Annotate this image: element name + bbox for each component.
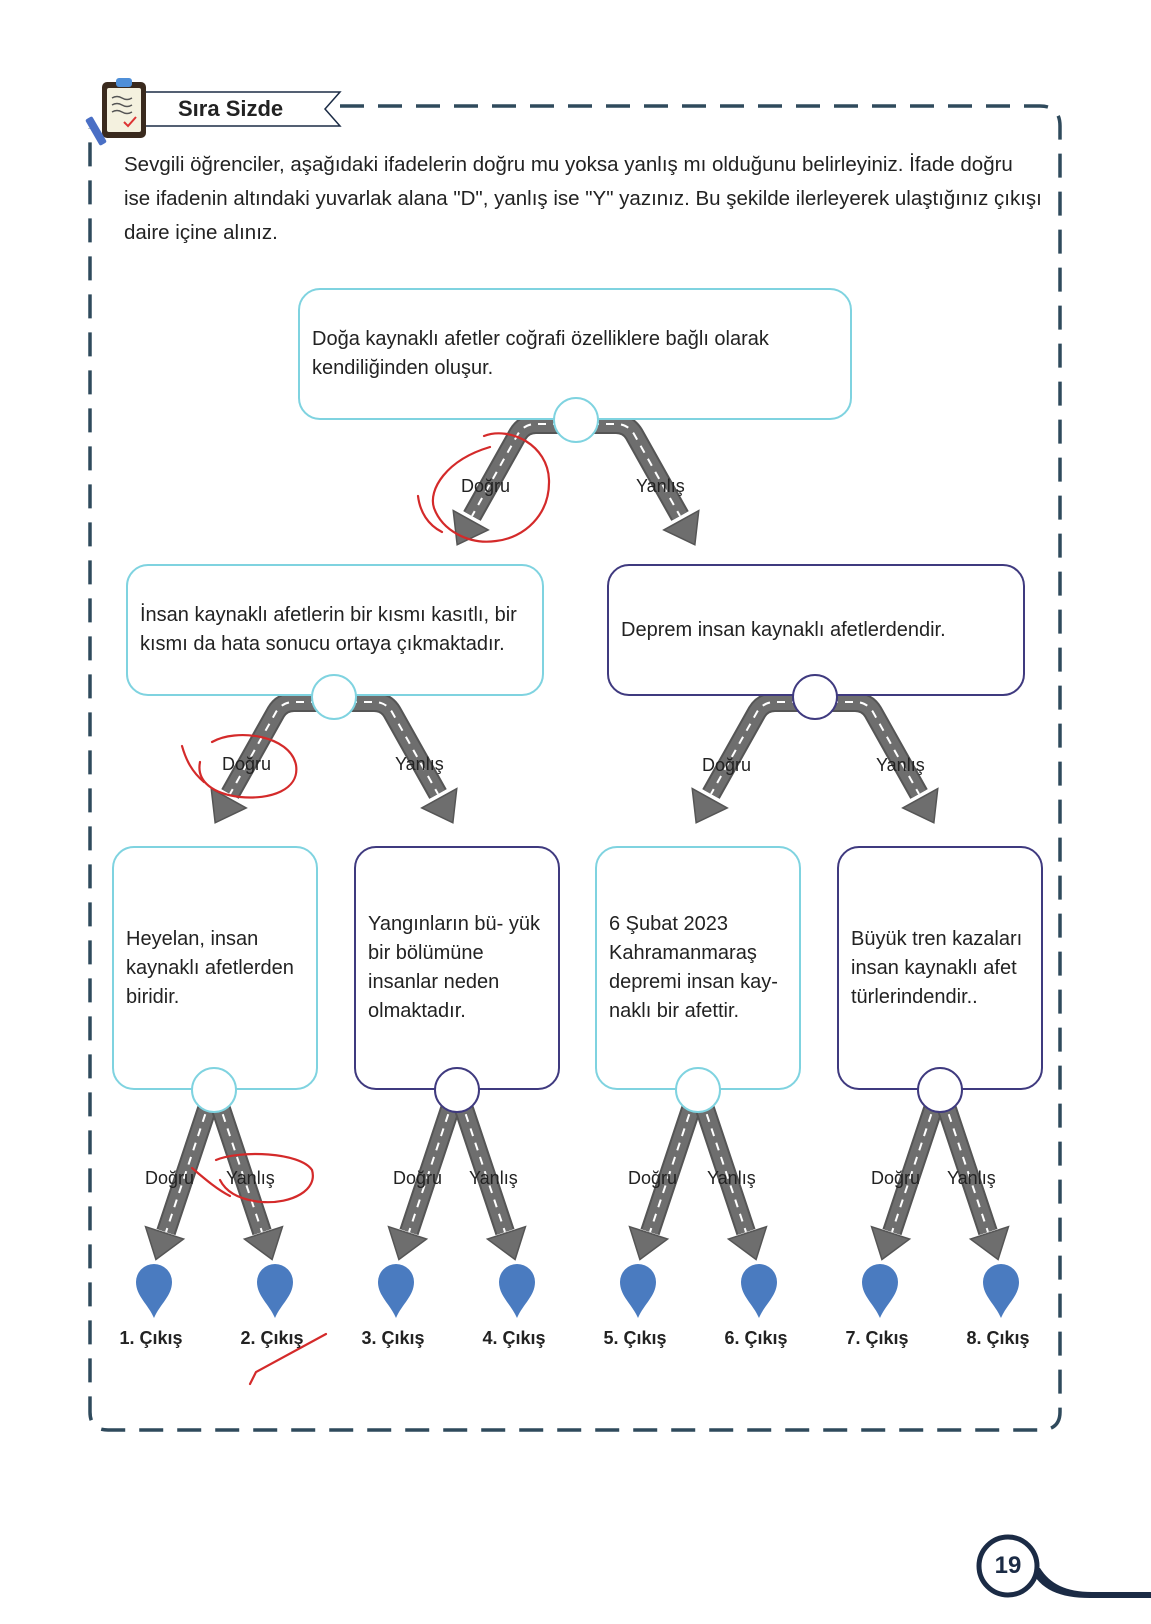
road-right-right <box>815 692 939 824</box>
instructions-text: Sevgili öğrenciler, aşağıdaki ifadelerin… <box>124 153 1042 244</box>
circle-mark-yanlis <box>214 1152 314 1204</box>
circle-mark-dogru-2 <box>198 734 298 799</box>
location-pin-icon <box>862 1264 898 1318</box>
location-pin-icon <box>499 1264 535 1318</box>
statement-right: Deprem insan kaynaklı afetlerdendir. <box>607 564 1025 696</box>
road-leaf1-right <box>208 1096 284 1261</box>
clipboard-pencil-icon <box>85 78 146 146</box>
branch-label-left-true: Doğru <box>222 754 272 774</box>
statement-leaf-2-text: Yangınların bü- yük bir bölümüne insanla… <box>368 913 540 1022</box>
road-leaf4-right <box>934 1096 1010 1261</box>
branch-label-root-true: Doğru <box>461 476 511 496</box>
handwriting-marks <box>180 432 551 1386</box>
location-pin-icon <box>741 1264 777 1318</box>
statement-left-text: İnsan kaynaklı afetlerin bir kısmı kasıt… <box>140 604 517 655</box>
statement-leaf-4-text: Büyük tren kazaları insan kaynaklı afet … <box>851 927 1023 1008</box>
statement-root-text: Doğa kaynaklı afetler coğrafi özellikler… <box>312 328 769 379</box>
road-leaf3-left <box>628 1096 704 1261</box>
statement-leaf-4: Büyük tren kazaları insan kaynaklı afet … <box>837 846 1043 1090</box>
branch-label-leaf1-false: Yanlış <box>226 1168 275 1188</box>
road-leaf2-right <box>451 1096 527 1261</box>
branch-label-leaf4-true: Doğru <box>871 1168 921 1188</box>
location-pin-icon <box>136 1263 172 1318</box>
statement-leaf-2: Yangınların bü- yük bir bölümüne insanla… <box>354 846 560 1090</box>
branch-label-left-false: Yanlış <box>395 754 444 774</box>
location-pin-icon <box>620 1264 656 1318</box>
check-mark <box>248 1332 328 1386</box>
exit-label-4: 4. Çıkış <box>482 1328 546 1348</box>
statement-leaf-1-text: Heyelan, insan kaynaklı afetlerden birid… <box>126 927 294 1008</box>
exit-label-5: 5. Çıkış <box>603 1328 667 1348</box>
dashed-frame <box>88 104 1062 1432</box>
stroke-mark-1 <box>416 494 444 534</box>
statement-right-text: Deprem insan kaynaklı afetlerdendir. <box>621 618 946 641</box>
branch-label-right-true: Doğru <box>702 755 752 775</box>
road-left-left <box>210 692 334 824</box>
branch-label-leaf3-false: Yanlış <box>707 1168 756 1188</box>
branch-label-leaf2-false: Yanlış <box>469 1168 518 1188</box>
exit-label-8: 8. Çıkış <box>966 1328 1030 1348</box>
road-right-left <box>691 692 815 824</box>
branch-label-leaf3-true: Doğru <box>628 1168 678 1188</box>
branch-label-right-false: Yanlış <box>876 755 925 775</box>
circle-mark-dogru-1 <box>431 432 551 543</box>
location-pin-icon <box>257 1264 293 1318</box>
location-pin-icon <box>983 1264 1019 1318</box>
exit-label-6: 6. Çıkış <box>724 1328 788 1348</box>
road-leaf3-right <box>692 1096 768 1261</box>
exit-label-7: 7. Çıkış <box>845 1328 909 1348</box>
branch-label-leaf1-true: Doğru <box>145 1168 195 1188</box>
branch-label-leaf2-true: Doğru <box>393 1168 443 1188</box>
statement-leaf-3-text: 6 Şubat 2023 Kahramanmaraş depremi insan… <box>609 913 778 1022</box>
exit-label-1: 1. Çıkış <box>119 1328 183 1348</box>
road-leaf4-left <box>870 1096 946 1261</box>
statement-leaf-1: Heyelan, insan kaynaklı afetlerden birid… <box>112 846 318 1090</box>
page-number-tab <box>976 1534 1151 1598</box>
stroke-mark-2 <box>180 744 206 784</box>
road-root-right <box>576 414 700 546</box>
branch-label-root-false: Yanlış <box>636 476 685 496</box>
road-leaf2-left <box>387 1096 463 1261</box>
stroke-mark-3 <box>190 1166 232 1198</box>
statement-root: Doğa kaynaklı afetler coğrafi özellikler… <box>298 288 852 420</box>
exit-label-2: 2. Çıkış <box>240 1328 304 1348</box>
statement-left: İnsan kaynaklı afetlerin bir kısmı kasıt… <box>126 564 544 696</box>
statement-leaf-3: 6 Şubat 2023 Kahramanmaraş depremi insan… <box>595 846 801 1090</box>
exit-label-3: 3. Çıkış <box>361 1328 425 1348</box>
branch-label-leaf4-false: Yanlış <box>947 1168 996 1188</box>
section-title: Sıra Sizde <box>178 96 284 121</box>
page-number: 19 <box>994 1552 1022 1579</box>
location-pin-icon <box>378 1264 414 1318</box>
road-leaf1-left <box>144 1096 220 1261</box>
road-left-right <box>334 692 458 824</box>
